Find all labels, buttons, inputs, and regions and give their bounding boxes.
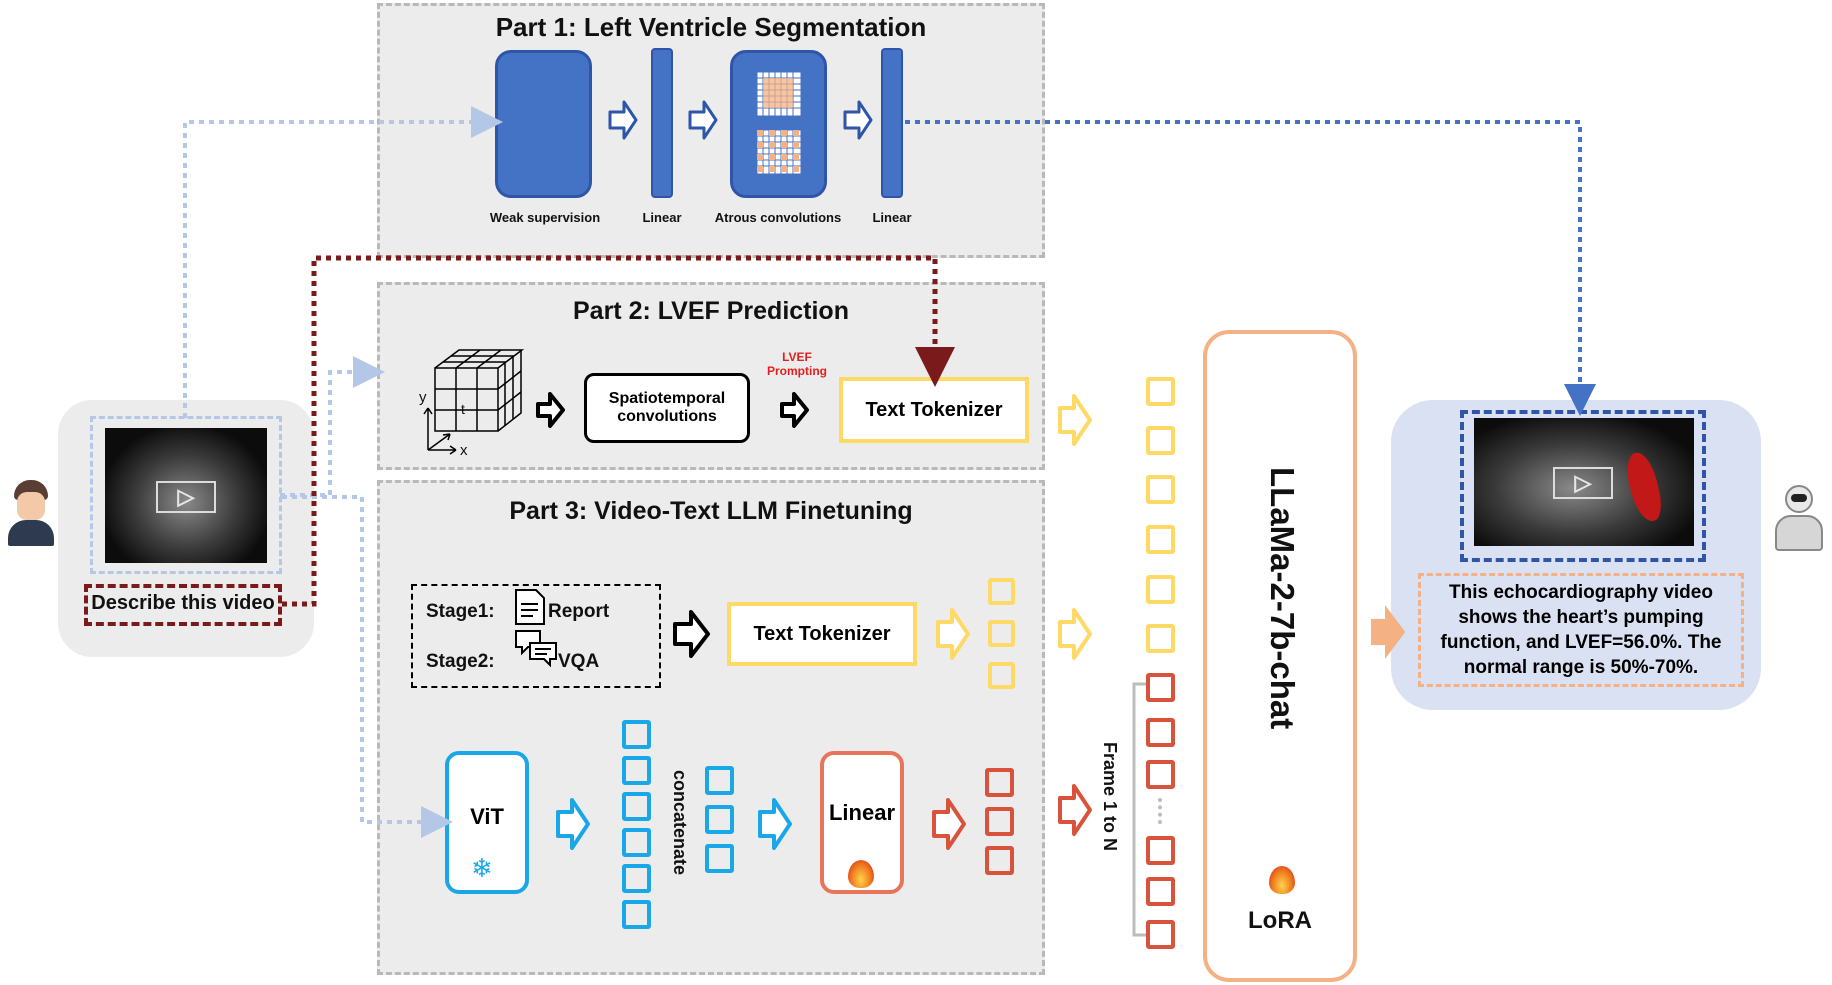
linear-block-1: [651, 48, 673, 198]
connector-to-part2: [280, 356, 385, 497]
text-token: [1146, 475, 1175, 504]
stage1-item: Report: [548, 601, 610, 622]
linear-token: [985, 846, 1014, 875]
describe-prompt-box: [84, 584, 282, 626]
stage2-item: VQA: [558, 651, 600, 672]
concat-token: [705, 844, 734, 873]
weak-supervision-block: [495, 50, 592, 198]
play-icon: ▷: [1574, 470, 1592, 495]
hollow-arrow-icon: [843, 100, 873, 140]
text-token: [1146, 624, 1175, 653]
stage1-label: Stage1:: [426, 601, 495, 622]
snowflake-icon: ❄: [471, 853, 493, 883]
text-token: [1146, 426, 1175, 455]
text-token: [1146, 377, 1175, 406]
concat-token: [705, 766, 734, 795]
output-text: This echocardiography video shows the he…: [1440, 582, 1722, 678]
ellipsis-dots: [1158, 798, 1166, 824]
text-token: [988, 578, 1015, 605]
atrous-grid-top: [756, 71, 802, 117]
hollow-arrow-icon: [673, 610, 710, 658]
spatiotemporal-block: Spatiotemporal convolutions: [584, 373, 750, 443]
input-echo-video: [105, 428, 267, 563]
text-token: [1146, 525, 1175, 554]
lora-label: LoRA: [1248, 907, 1312, 934]
spatiotemporal-cube-icon: [434, 349, 525, 432]
axis-t-label: t: [461, 401, 465, 417]
hollow-arrow-icon: [608, 100, 638, 140]
hollow-arrow-icon: [1058, 784, 1092, 836]
cube-axes: [423, 407, 457, 455]
robot-avatar-icon: [1771, 485, 1827, 551]
text-token: [1146, 575, 1175, 604]
hollow-arrow-icon: [758, 798, 792, 850]
label-weak-supervision: Weak supervision: [489, 210, 601, 225]
stage2-label: Stage2:: [426, 651, 495, 672]
connector-part1-to-output: [905, 120, 1596, 416]
connector-prompt-to-tokenizer: [282, 255, 955, 607]
hollow-arrow-icon: [1371, 605, 1406, 659]
describe-prompt-text: Describe this video: [91, 592, 275, 614]
fire-icon: [848, 860, 874, 888]
stage-box: [411, 584, 661, 688]
connector-to-part1: [183, 106, 503, 418]
document-icon: [515, 589, 545, 625]
axis-x-label: x: [460, 442, 468, 459]
part2-title: Part 2: LVEF Prediction: [573, 297, 849, 325]
hollow-arrow-icon: [556, 798, 590, 850]
chat-bubbles-icon: [515, 630, 557, 668]
concat-token: [705, 805, 734, 834]
vit-token: [622, 864, 651, 893]
vit-token: [622, 828, 651, 857]
frames-bracket: [1132, 682, 1150, 937]
text-token: [988, 662, 1015, 689]
vit-token: [622, 756, 651, 785]
frame-token: [1146, 673, 1175, 702]
label-linear-1: Linear: [642, 210, 682, 225]
frame-token: [1146, 718, 1175, 747]
part3-title: Part 3: Video-Text LLM Finetuning: [509, 497, 913, 525]
fire-icon: [1269, 866, 1295, 894]
label-linear-2: Linear: [872, 210, 912, 225]
output-text-box: This echocardiography video shows the he…: [1418, 573, 1744, 687]
hollow-arrow-icon: [536, 392, 565, 428]
input-play-button[interactable]: ▷: [156, 481, 216, 513]
frame-token: [1146, 877, 1175, 906]
hollow-arrow-icon: [1058, 608, 1092, 660]
hollow-arrow-icon: [780, 392, 809, 428]
connector-to-vit: [282, 495, 453, 838]
vit-token: [622, 792, 651, 821]
play-icon: ▷: [177, 484, 195, 509]
linear-token: [985, 807, 1014, 836]
part1-title: Part 1: Left Ventricle Segmentation: [495, 12, 927, 42]
hollow-arrow-icon: [688, 100, 718, 140]
frame-token: [1146, 760, 1175, 789]
frame-token: [1146, 836, 1175, 865]
hollow-arrow-icon: [1058, 394, 1092, 446]
label-atrous: Atrous convolutions: [714, 210, 842, 225]
atrous-grid-bottom: [756, 129, 802, 175]
hollow-arrow-icon: [932, 798, 966, 850]
lvef-prompting-label: LVEF Prompting: [767, 350, 827, 378]
text-token: [988, 620, 1015, 647]
text-tokenizer-part3: Text Tokenizer: [727, 602, 917, 666]
linear-token: [985, 768, 1014, 797]
linear-block-2: [881, 48, 903, 198]
output-play-button[interactable]: ▷: [1553, 467, 1613, 499]
user-avatar-icon: [4, 480, 56, 546]
vit-token: [622, 900, 651, 929]
axis-y-label: y: [419, 389, 427, 406]
vit-token: [622, 720, 651, 749]
hollow-arrow-icon: [936, 608, 970, 660]
frame-token: [1146, 920, 1175, 949]
